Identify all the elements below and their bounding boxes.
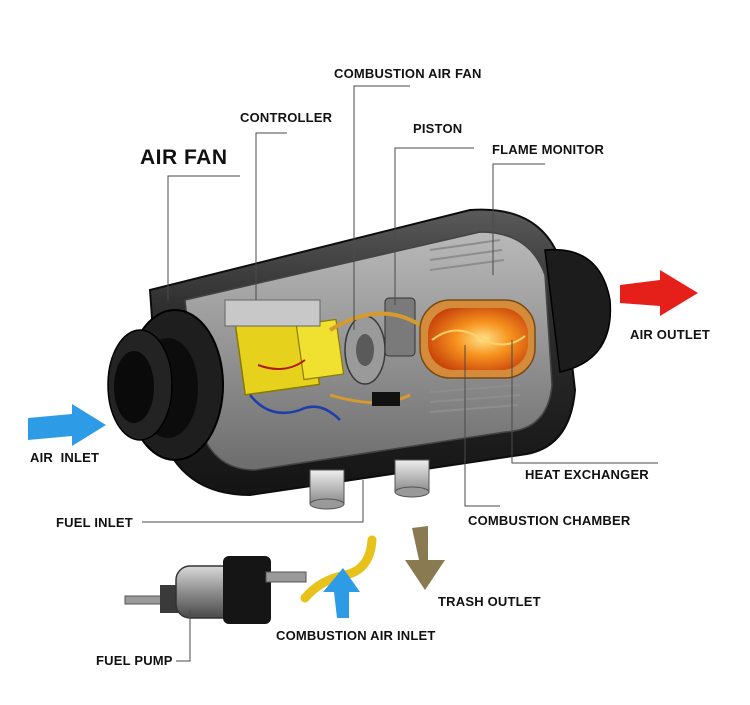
air-outlet-arrow [620,270,698,316]
label-combustion-air-fan: COMBUSTION AIR FAN [334,66,482,81]
trash-outlet-arrow [405,526,445,590]
label-air-fan: AIR FAN [140,146,228,169]
label-piston: PISTON [413,121,463,136]
combustion-fan-assembly [328,297,422,406]
controller-board [224,299,345,421]
heat-exchanger-fins [429,239,521,413]
label-combustion-air-inlet: COMBUSTION AIR INLET [276,628,436,643]
combustion-chamber-graphic [419,299,536,379]
label-air-outlet: AIR OUTLET [630,327,710,342]
label-combustion-chamber: COMBUSTION CHAMBER [468,513,631,528]
label-heat-exchanger: HEAT EXCHANGER [525,467,649,482]
label-trash-outlet: TRASH OUTLET [438,594,541,609]
label-controller: CONTROLLER [240,110,333,125]
bottom-nozzles [309,459,430,510]
label-fuel-pump: FUEL PUMP [96,653,173,668]
air-inlet-arrow [28,404,106,446]
label-air-inlet: AIR INLET [30,450,100,465]
label-fuel-inlet: FUEL INLET [56,515,133,530]
leader-lines [142,85,658,662]
combustion-air-inlet-arrow [323,568,360,618]
label-flame-monitor: FLAME MONITOR [492,142,605,157]
fuel-pump-graphic [124,556,307,624]
